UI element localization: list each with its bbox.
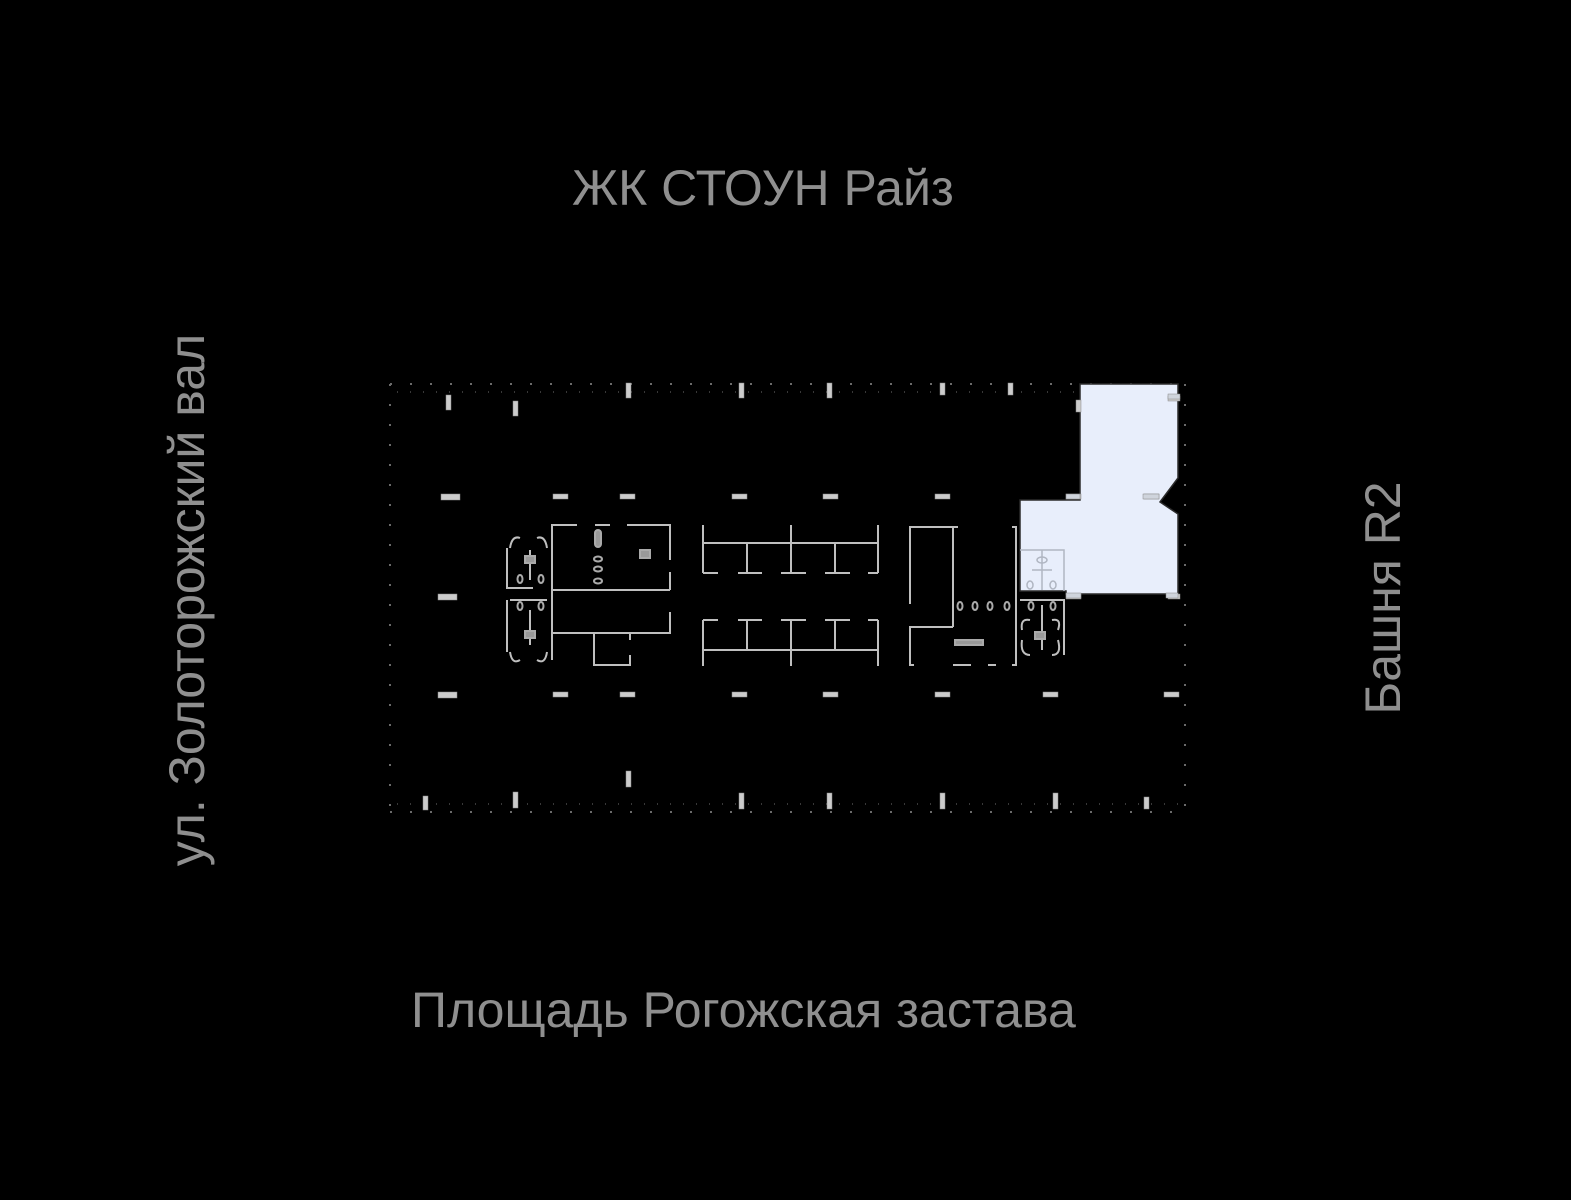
street-label-north: ЖК СТОУН Райз — [572, 160, 954, 216]
street-label-south: Площадь Рогожская застава — [411, 982, 1076, 1038]
core-walls — [506, 524, 1065, 666]
highlighted-office-unit[interactable] — [1019, 383, 1179, 595]
unit-columns — [1065, 393, 1181, 599]
fixtures — [516, 529, 1057, 646]
unit-restroom — [1020, 549, 1065, 591]
